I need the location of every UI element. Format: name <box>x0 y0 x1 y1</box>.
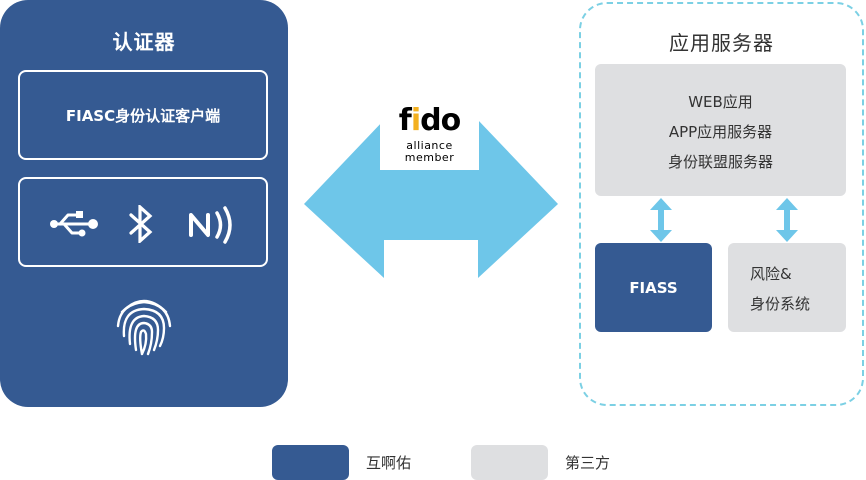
legend-label-own: 互啊佑 <box>366 454 412 472</box>
authenticator-panel <box>0 0 288 407</box>
app-server-box: WEB应用 APP应用服务器 身份联盟服务器 <box>595 64 846 196</box>
transport-box <box>18 177 268 267</box>
risk-identity-box: 风险& 身份系统 <box>728 243 846 332</box>
fiass-connector-arrow <box>650 198 672 242</box>
server-title: 应用服务器 <box>669 31 774 55</box>
legend-swatch-third-party <box>471 445 548 480</box>
fiasc-client-box: FIASC身份认证客户端 <box>18 70 268 160</box>
fiass-box: FIASS <box>595 243 712 332</box>
bidirectional-arrow <box>304 120 558 278</box>
app-line-app-server: APP应用服务器 <box>668 123 773 141</box>
application-server-area <box>579 2 864 406</box>
legend-label-third-party: 第三方 <box>565 454 611 472</box>
usb-icon <box>50 211 98 237</box>
authenticator-title: 认证器 <box>112 30 176 54</box>
fido-alliance-badge: fido alliance member <box>380 100 479 170</box>
risk-connector-arrow <box>776 198 798 242</box>
risk-line-2: 身份系统 <box>750 295 811 313</box>
fingerprint-icon <box>116 299 172 356</box>
app-line-federation: 身份联盟服务器 <box>667 153 773 171</box>
app-line-web: WEB应用 <box>688 93 753 111</box>
fido-logo: fido <box>398 103 461 138</box>
risk-line-1: 风险& <box>750 265 792 283</box>
bluetooth-icon <box>129 205 153 243</box>
legend-swatch-own <box>272 445 349 480</box>
fido-member-text: alliance member <box>404 139 455 164</box>
nfc-icon <box>189 206 232 244</box>
